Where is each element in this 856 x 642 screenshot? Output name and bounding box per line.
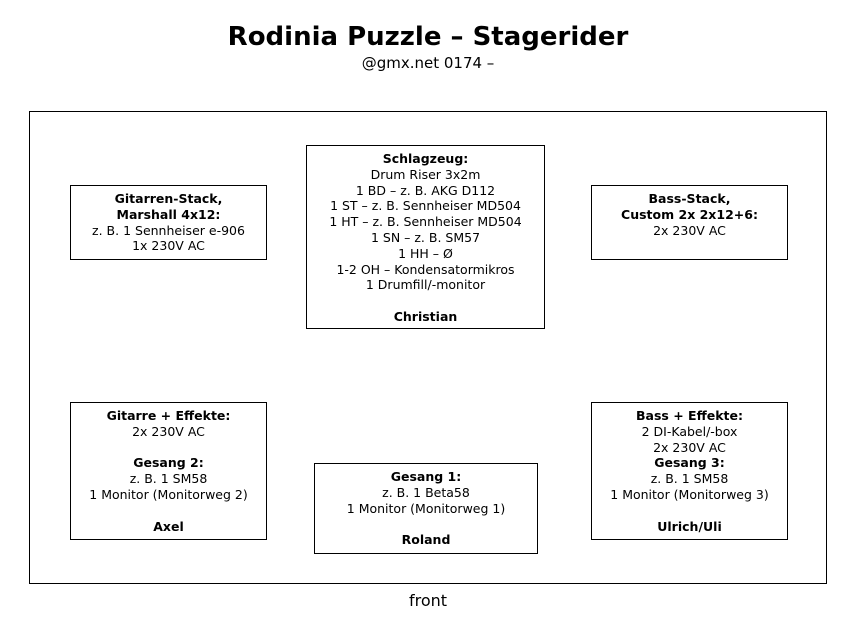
bass-stack-box: Bass-Stack, Custom 2x 2x12+6: 2x 230V AC (591, 185, 788, 260)
vocal1-box: Gesang 1: z. B. 1 Beta58 1 Monitor (Moni… (314, 463, 538, 554)
bass-effects-heading: Bass + Effekte: (636, 408, 743, 423)
bass-stack-heading: Custom 2x 2x12+6: (621, 206, 758, 222)
page-title: Rodinia Puzzle – Stagerider (227, 22, 629, 52)
drums-line: 1 SN – z. B. SM57 (370, 229, 481, 245)
vocal2-line: z. B. 1 SM58 (129, 471, 208, 487)
guitar-effects-heading: Gitarre + Effekte: (106, 408, 231, 423)
guitar-stack-heading: Marshall 4x12: (116, 206, 221, 222)
vocal1-line: z. B. 1 Beta58 (382, 484, 470, 500)
drums-line: 1 Drumfill/-monitor (365, 277, 486, 293)
guitar-stack-box: Gitarren-Stack, Marshall 4x12: z. B. 1 S… (70, 185, 267, 260)
drums-line: Drum Riser 3x2m (370, 166, 481, 182)
spacer (315, 516, 537, 532)
spacer (307, 293, 544, 309)
bass-effects-line: 2 DI-Kabel/-box (641, 423, 738, 439)
drums-line: 1 HH – Ø (398, 245, 453, 261)
drums-person: Christian (393, 308, 458, 324)
drums-box: Schlagzeug: Drum Riser 3x2m 1 BD – z. B.… (306, 145, 545, 329)
drums-line: 1-2 OH – Kondensatormikros (336, 261, 515, 277)
guitar-stack-line: z. B. 1 Sennheiser e-906 (92, 222, 245, 238)
spacer (592, 503, 787, 519)
bass-stack-heading: Bass-Stack, (648, 191, 731, 206)
vocal3-heading: Gesang 3: (654, 455, 725, 471)
guitar-stack-line: 1x 230V AC (132, 238, 205, 254)
vocal3-line: z. B. 1 SM58 (650, 471, 729, 487)
vocal1-line: 1 Monitor (Monitorweg 1) (346, 500, 506, 516)
bass-person: Ulrich/Uli (657, 518, 722, 534)
spacer (71, 440, 266, 456)
bass-stack-line: 2x 230V AC (653, 222, 726, 238)
front-label: front (408, 591, 448, 610)
stage-outline (29, 111, 827, 584)
bass-effects-line: 2x 230V AC (653, 439, 726, 455)
guitar-person: Axel (153, 518, 184, 534)
drums-line: 1 BD – z. B. AKG D112 (355, 182, 496, 198)
drums-line: 1 HT – z. B. Sennheiser MD504 (329, 214, 522, 230)
vocal2-heading: Gesang 2: (133, 455, 204, 471)
guitar-stack-heading: Gitarren-Stack, (114, 191, 223, 206)
vocal2-line: 1 Monitor (Monitorweg 2) (89, 486, 248, 502)
bass-effects-box: Bass + Effekte: 2 DI-Kabel/-box 2x 230V … (591, 402, 788, 540)
guitar-effects-power: 2x 230V AC (132, 423, 205, 439)
drums-line: 1 ST – z. B. Sennheiser MD504 (330, 198, 521, 214)
vocal1-heading: Gesang 1: (390, 469, 462, 484)
page-subtitle: @gmx.net 0174 – (361, 54, 495, 72)
vocal1-person: Roland (401, 532, 451, 548)
guitar-effects-box: Gitarre + Effekte: 2x 230V AC Gesang 2: … (70, 402, 267, 540)
drums-heading: Schlagzeug: (382, 151, 469, 166)
vocal3-line: 1 Monitor (Monitorweg 3) (610, 486, 769, 502)
spacer (71, 503, 266, 519)
